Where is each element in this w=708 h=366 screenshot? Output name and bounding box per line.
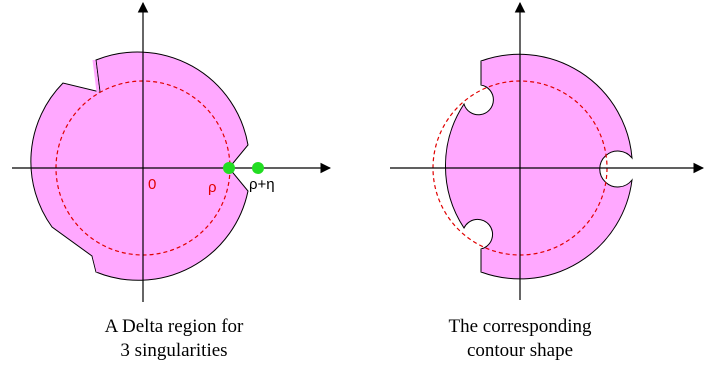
singular-point-rho	[223, 162, 235, 174]
label-origin: 0	[148, 176, 156, 193]
delta-region	[30, 51, 249, 281]
region-edge-highlight	[92, 255, 100, 273]
right-figure: The corresponding contour shape	[390, 1, 705, 361]
right-caption-line-2: contour shape	[467, 340, 573, 361]
contour-region	[445, 53, 633, 280]
left-caption-line-2: 3 singularities	[120, 340, 227, 361]
label-rho: ρ	[208, 179, 217, 196]
right-caption-line-1: The corresponding	[449, 316, 592, 337]
singular-point-rho-eta	[252, 162, 264, 174]
label-rho-plus-eta: ρ+η	[249, 176, 275, 193]
left-figure: 0 ρ ρ+η A Delta region for 3 singulariti…	[12, 1, 332, 361]
left-caption-line-1: A Delta region for	[105, 316, 244, 337]
region-edge-highlight	[92, 59, 100, 93]
